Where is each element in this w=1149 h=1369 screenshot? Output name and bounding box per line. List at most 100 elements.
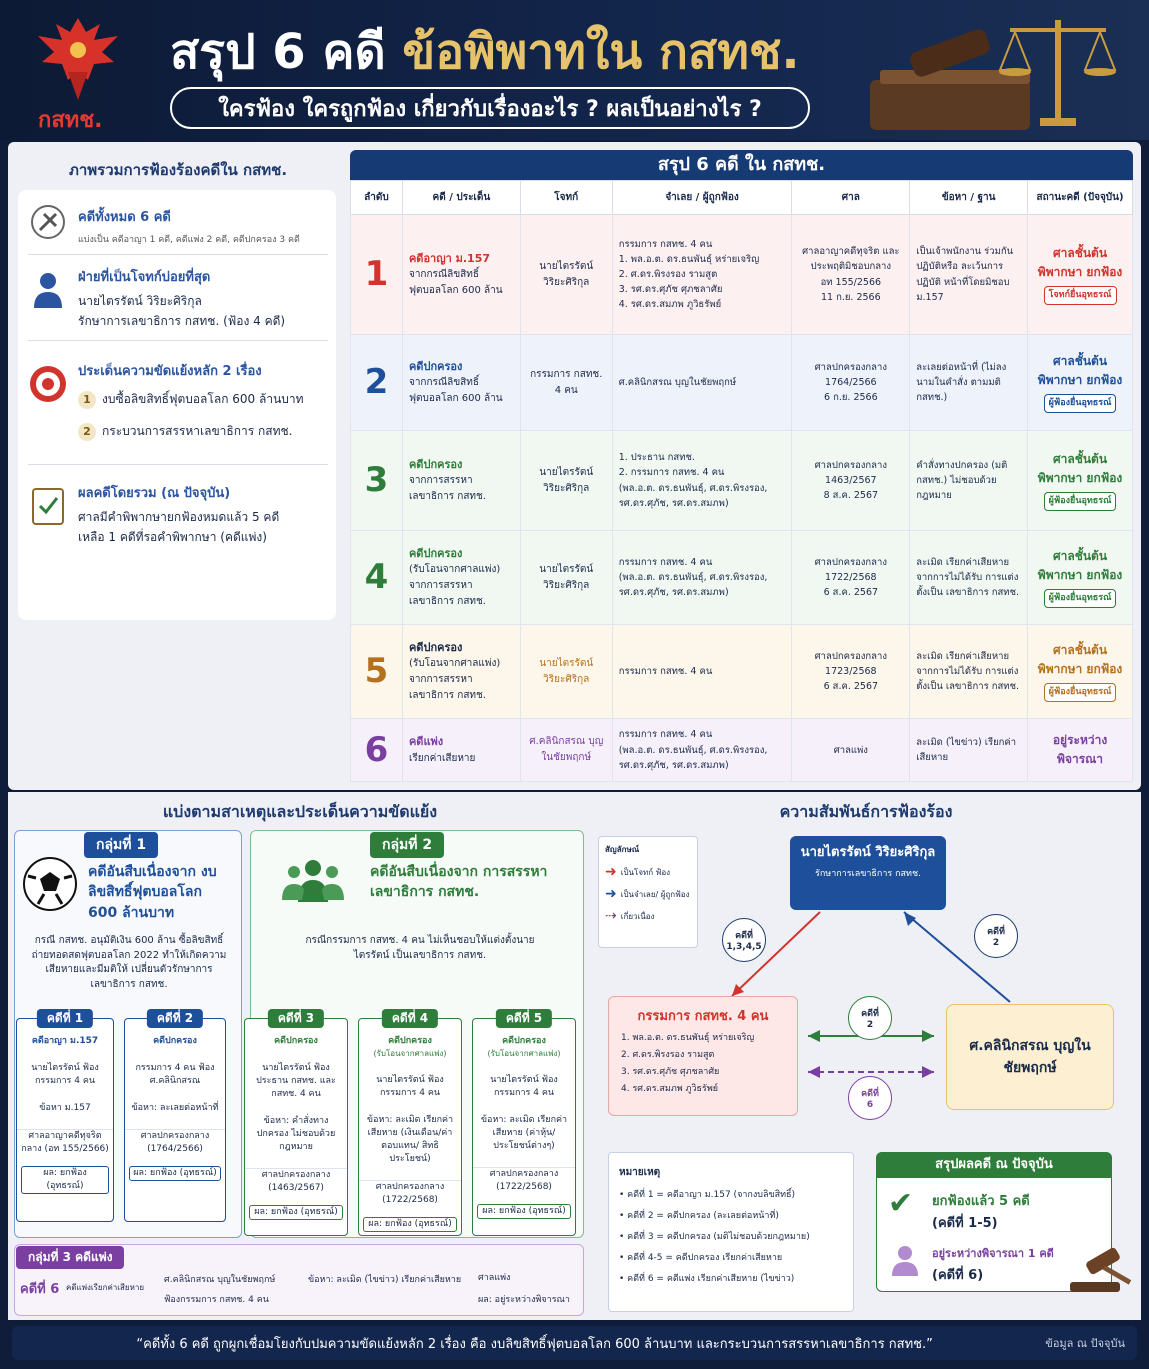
people-group-icon [282, 860, 344, 902]
title-gold: ข้อพิพาทใน กสทช. [402, 24, 800, 80]
appeal-badge: โจทก์ยื่นอุทธรณ์ [1043, 286, 1117, 305]
group-1-label: กลุ่มที่ 1 [84, 832, 159, 858]
footer-bar: “คดีทั้ง 6 คดี ถูกผูกเชื่อมโยงกับปมความข… [12, 1326, 1137, 1360]
overview-title: ภาพรวมการฟ้องร้องคดีใน กสทช. [68, 161, 288, 179]
defendant-cell: ศ.คลินิกสรณ บุญในชัยพฤกษ์ [611, 334, 793, 431]
issues-head: ประเด็นความขัดแย้งหลัก 2 เรื่อง [78, 364, 262, 379]
row-number: 2 [350, 334, 403, 431]
col-header: ศาล [791, 180, 911, 215]
defendant-cell: 1. ประธาน กสทช. 2. กรรมการ กสทช. 4 คน (พ… [611, 430, 793, 531]
defendant-cell: กรรมการ กสทช. 4 คน (พล.อ.ต. ดร.ธนพันธุ์,… [611, 530, 793, 625]
case-tag-num: 2 [866, 1020, 874, 1030]
page-title: สรุป 6 คดี ข้อพิพาทใน กสทช. [170, 14, 800, 90]
summary-line-2b: (คดีที่ 6) [932, 1268, 984, 1283]
row-number: 6 [350, 717, 403, 783]
blue-arrow-icon: ➜ [605, 886, 617, 902]
legend-title: สัญลักษณ์ [605, 845, 640, 854]
summary-title: สรุปผลคดี ณ ปัจจุบัน [876, 1152, 1112, 1178]
case-charge: ข้อหา: คำสั่งทางปกครอง ไม่ชอบด้วยกฎหมาย [256, 1116, 336, 1153]
case-tag-d: คดีที่6 [848, 1076, 892, 1120]
result-line-2: เหลือ 1 คดีที่รอคำพิพากษา (คดีแพ่ง) [78, 530, 267, 544]
table-title: สรุป 6 คดี ใน กสทช. [350, 150, 1133, 180]
case-sub: (รับโอนจากศาลแพ่ง) [487, 1049, 561, 1059]
note-item: • คดีที่ 3 = คดีปกครอง (มติไม่ชอบด้วยกฎห… [619, 1231, 810, 1242]
divider [28, 340, 328, 341]
row-number: 3 [350, 430, 403, 531]
status-text: ศาลชั้นต้น พิพากษา ยกฟ้อง [1037, 549, 1123, 583]
total-head: คดีทั้งหมด 6 คดี [78, 210, 171, 225]
check-icon: ✔ [888, 1186, 914, 1221]
col-header: จำเลย / ผู้ถูกฟ้อง [611, 180, 793, 215]
case-cell: คดีปกครองจากกรณีลิขสิทธิ์ ฟุตบอลโลก 600 … [401, 334, 521, 431]
note-item: • คดีที่ 4-5 = คดีปกครอง เรียกค่าเสียหาย [619, 1252, 783, 1263]
col-header: สถานะคดี (ปัจจุบัน) [1027, 180, 1133, 215]
case-tag: คดีที่ 1 [36, 1009, 94, 1029]
plaintiff-name: นายไตรรัตน์ วิริยะศิริกุล [78, 294, 202, 308]
case-type: คดีปกครอง [502, 1036, 546, 1046]
case-tag-c: คดีที่2 [848, 996, 892, 1040]
red-arrow-icon: ➜ [605, 864, 617, 880]
case-result: ผล: ยกฟ้อง (อุทธรณ์) [477, 1203, 571, 1220]
case-tag: คดีที่ 3 [267, 1009, 325, 1029]
committee-member: 4. รศ.ดร.สมภพ ภูวิธรัพย์ [621, 1084, 719, 1095]
case-type: คดีแพ่ง [408, 735, 444, 749]
appeal-badge: ผู้ฟ้องยื่นอุทธรณ์ [1043, 492, 1117, 511]
group-2-title: คดีอันสืบเนื่องจาก การสรรหาเลขาธิการ กสท… [370, 864, 548, 901]
legend-label: เกี่ยวเนื่อง [620, 911, 655, 921]
case-issue: เรียกค่าเสียหาย [408, 752, 476, 764]
case-charge: ข้อหา: ละเมิด เรียกค่าเสียหาย (ค่าหุ้น/ป… [480, 1114, 568, 1151]
page-subtitle: ใครฟ้อง ใครถูกฟ้อง เกี่ยวกับเรื่องอะไร ?… [170, 87, 810, 129]
result-head: ผลคดีโดยรวม (ณ ปัจจุบัน) [78, 486, 231, 501]
status-cell: ศาลชั้นต้น พิพากษา ยกฟ้องโจทก์ยื่นอุทธรณ… [1027, 214, 1133, 335]
charge-cell: เป็นเจ้าพนักงาน ร่วมกันปฏิบัติหรือ ละเว้… [909, 214, 1029, 335]
status-cell: ศาลชั้นต้น พิพากษา ยกฟ้องผู้ฟ้องยื่นอุทธ… [1027, 624, 1133, 719]
court-cell: ศาลปกครองกลาง 1463/2567 8 ส.ค. 2567 [791, 430, 911, 531]
case-cell: คดีปกครอง(รับโอนจากศาลแพ่ง) จากการสรรหา … [401, 624, 521, 719]
case-sub: (รับโอนจากศาลแพ่ง) [373, 1049, 447, 1059]
defendant-cell: กรรมการ กสทช. 4 คน 1. พล.อ.ต. ดร.ธนพันธุ… [611, 214, 793, 335]
case-issue: (รับโอนจากศาลแพ่ง) จากการสรรหา เลขาธิการ… [408, 564, 501, 608]
plaintiff-cell: นายไตรรัตน์ วิริยะศิริกุล [519, 530, 613, 625]
title-white: สรุป 6 คดี [170, 24, 386, 80]
court-cell: ศาลแพ่ง [791, 717, 911, 783]
charge-cell: ละเมิด (ไขข่าว) เรียกค่าเสียหาย [909, 717, 1029, 783]
court-cell: ศาลปกครองกลาง 1722/2568 6 ส.ค. 2567 [791, 530, 911, 625]
case-tag-a: คดีที่1,3,4,5 [722, 918, 766, 962]
node-plaintiff-name: นายไตรรัตน์ วิริยะศิริกุล [800, 845, 936, 860]
committee-member: 3. รศ.ดร.ศุภัช ศุภชลาศัย [621, 1067, 720, 1078]
arrow-right-to-plaintiff [903, 911, 1011, 1003]
case-court: ศาลอาญาคดีทุจริตกลาง (อท 155/2566) [17, 1129, 113, 1156]
status-cell: ศาลชั้นต้น พิพากษา ยกฟ้องผู้ฟ้องยื่นอุทธ… [1027, 530, 1133, 625]
case-type: คดีอาญา ม.157 [31, 1036, 99, 1046]
group-2-desc: กรณีกรรมการ กสทช. 4 คน ไม่เห็นชอบให้แต่ง… [305, 935, 535, 961]
legend-label: เป็นจำเลย/ ผู้ถูกฟ้อง [620, 889, 690, 899]
gavel-icon [31, 205, 65, 239]
case-tag-label: คดีที่ [861, 1009, 879, 1019]
case-court: ศาลปกครองกลาง (1764/2566) [125, 1129, 225, 1156]
case-type: คดีอาญา ม.157 [408, 251, 491, 265]
person-icon [34, 273, 62, 308]
case-tag-label: คดีที่ [735, 931, 753, 941]
case-type: คดีปกครอง [408, 457, 463, 471]
legend-item: ➜เป็นโจทก์ ฟ้อง [605, 864, 691, 880]
note-item: • คดีที่ 1 = คดีอาญา ม.157 (จากงบลิขสิทธ… [619, 1189, 796, 1200]
status-cell: ศาลชั้นต้น พิพากษา ยกฟ้องผู้ฟ้องยื่นอุทธ… [1027, 430, 1133, 531]
defendant-cell: กรรมการ กสทช. 4 คน (พล.อ.ต. ดร.ธนพันธุ์,… [611, 717, 793, 783]
case-result: ผล: ยกฟ้อง (อุทธรณ์) [363, 1217, 457, 1233]
case-who: นายไตรรัตน์ ฟ้อง กรรมการ 4 คน [490, 1074, 558, 1098]
node-committee-list: 1. พล.อ.ต. ดร.ธนพันธุ์ หร่ายเจริญ 2. ศ.ด… [621, 1030, 785, 1098]
group-3-charge: ข้อหา: ละเมิด (ไขข่าว) เรียกค่าเสียหาย [308, 1275, 462, 1285]
case-tag-label: คดีที่ [861, 1089, 879, 1099]
case-result: ผล: ยกฟ้อง (อุทธรณ์) [21, 1166, 109, 1195]
node-committee-title: กรรมการ กสทช. 4 คน [637, 1009, 769, 1024]
case-type: คดีปกครอง [408, 359, 463, 373]
case-result: ผล: ยกฟ้อง (อุทธรณ์) [249, 1205, 343, 1221]
committee-member: 2. ศ.ดร.พิรงรอง รามสูต [621, 1050, 715, 1061]
